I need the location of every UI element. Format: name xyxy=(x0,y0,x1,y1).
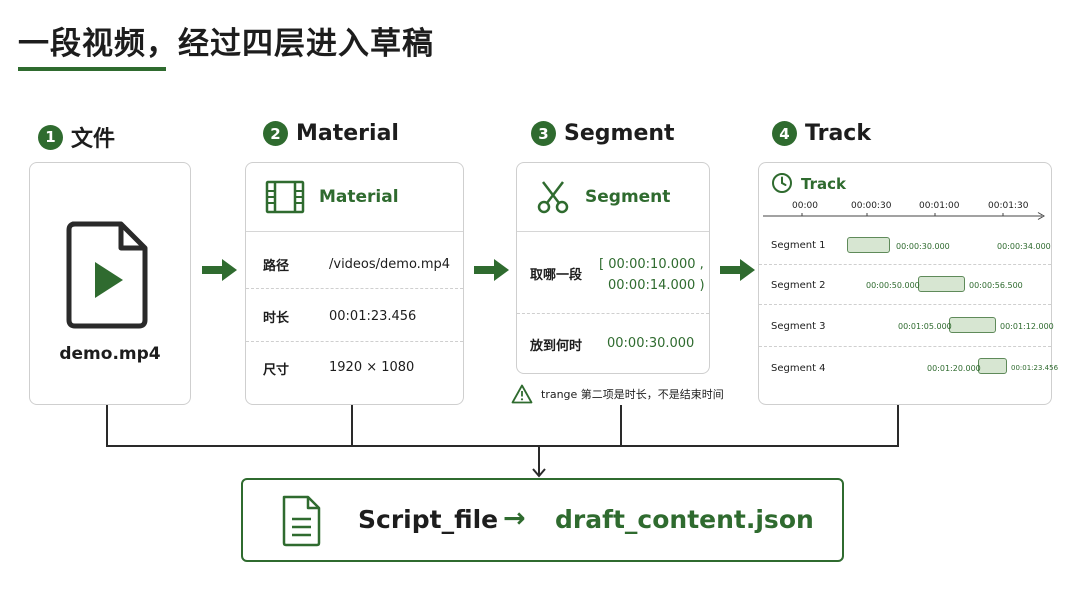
step-1-label: 文件 xyxy=(71,127,116,152)
track-segment-start: 00:01:05.000 xyxy=(898,322,952,331)
connector-line xyxy=(351,405,353,447)
track-card-title: Track xyxy=(801,175,846,193)
material-card-header: Material xyxy=(246,163,463,231)
step-2-number: 2 xyxy=(263,121,288,146)
page-title: 一段视频，经过四层进入草稿 xyxy=(18,26,434,62)
divider xyxy=(517,231,709,232)
divider xyxy=(759,264,1051,265)
warning-icon xyxy=(511,384,533,404)
material-card-title: Material xyxy=(319,187,399,207)
document-icon xyxy=(282,495,321,547)
video-file-icon xyxy=(66,221,148,329)
divider xyxy=(246,288,463,289)
segment-target-value: 00:00:30.000 xyxy=(607,336,695,351)
segment-card: Segment 取哪一段 [ 00:00:10.000 , 00:00:14.0… xyxy=(516,162,710,374)
track-segment-label: Segment 1 xyxy=(771,240,826,251)
track-segment-start: 00:01:20.000 xyxy=(927,364,981,373)
arrow-down-icon xyxy=(532,446,546,478)
step-4-heading: 4 Track xyxy=(772,121,871,146)
timeline-tick-label: 00:01:30 xyxy=(988,201,1029,211)
divider xyxy=(759,346,1051,347)
step-3-heading: 3 Segment xyxy=(531,121,675,146)
material-card: Material 路径 /videos/demo.mp4 时长 00:01:23… xyxy=(245,162,464,405)
segment-card-title: Segment xyxy=(585,187,671,207)
segment-source-value-start: [ 00:00:10.000 , xyxy=(599,257,704,272)
step-3-label: Segment xyxy=(564,121,675,146)
track-card: Track 00:00 00:00:30 00:01:00 00:01:30 S… xyxy=(758,162,1058,405)
step-1-heading: 1 文件 xyxy=(38,121,115,153)
track-segment-label: Segment 3 xyxy=(771,321,826,332)
step-2-heading: 2 Material xyxy=(263,121,399,146)
connector-line xyxy=(106,405,108,447)
step-3-number: 3 xyxy=(531,121,556,146)
track-segment-label: Segment 4 xyxy=(771,363,826,374)
material-path-value: /videos/demo.mp4 xyxy=(329,257,450,272)
track-segment-block xyxy=(918,276,965,292)
track-segment-block xyxy=(949,317,996,333)
material-size-key: 尺寸 xyxy=(263,363,290,378)
track-segment-block xyxy=(978,358,1007,374)
clock-icon xyxy=(772,173,792,193)
track-segment-end: 00:01:12.000 xyxy=(1000,322,1054,331)
timeline-tick-label: 00:01:00 xyxy=(919,201,960,211)
file-card: demo.mp4 xyxy=(29,162,191,405)
step-4-label: Track xyxy=(805,121,871,146)
divider xyxy=(246,231,463,232)
timeline-tick-label: 00:00:30 xyxy=(851,201,892,211)
connector-line xyxy=(106,445,899,447)
track-segment-end: 00:00:56.500 xyxy=(969,281,1023,290)
trange-warning: trange 第二项是时长，不是结束时间 xyxy=(511,384,724,404)
material-size-value: 1920 × 1080 xyxy=(329,360,415,375)
scissors-icon xyxy=(537,181,569,214)
material-duration-value: 00:01:23.456 xyxy=(329,309,417,324)
file-name: demo.mp4 xyxy=(59,344,161,364)
segment-target-key: 放到何时 xyxy=(530,339,583,354)
track-segment-label: Segment 2 xyxy=(771,280,826,291)
track-segment-end: 00:01:23.456 xyxy=(1011,364,1059,372)
connector-line xyxy=(620,405,622,447)
title-underline xyxy=(18,67,166,71)
track-segment-start: 00:00:50.000 xyxy=(866,281,920,290)
arrow-right-icon xyxy=(720,259,755,281)
step-1-number: 1 xyxy=(38,124,63,150)
arrow-right-icon xyxy=(202,259,237,281)
divider xyxy=(246,341,463,342)
segment-card-header: Segment xyxy=(517,163,709,231)
arrow-right-icon: → xyxy=(503,503,526,534)
step-4-number: 4 xyxy=(772,121,797,146)
track-segment-start: 00:00:30.000 xyxy=(896,242,950,251)
timeline-tick-label: 00:00 xyxy=(792,201,818,211)
divider xyxy=(759,304,1051,305)
material-duration-key: 时长 xyxy=(263,311,290,326)
material-path-key: 路径 xyxy=(263,259,290,274)
segment-source-key: 取哪一段 xyxy=(530,268,583,283)
arrow-right-icon xyxy=(474,259,509,281)
script-file-box: Script_file → draft_content.json xyxy=(241,478,844,562)
warning-text: trange 第二项是时长，不是结束时间 xyxy=(541,388,724,401)
divider xyxy=(517,313,709,314)
step-2-label: Material xyxy=(296,121,399,146)
segment-source-value-end: 00:00:14.000 ) xyxy=(608,278,705,293)
track-segment-block xyxy=(847,237,890,253)
film-strip-icon xyxy=(265,180,305,214)
track-segment-end: 00:00:34.000 xyxy=(997,242,1051,251)
timeline-axis xyxy=(763,212,1045,220)
connector-line xyxy=(897,405,899,447)
draft-content-label: draft_content.json xyxy=(555,505,814,534)
script-file-label: Script_file xyxy=(358,505,499,534)
